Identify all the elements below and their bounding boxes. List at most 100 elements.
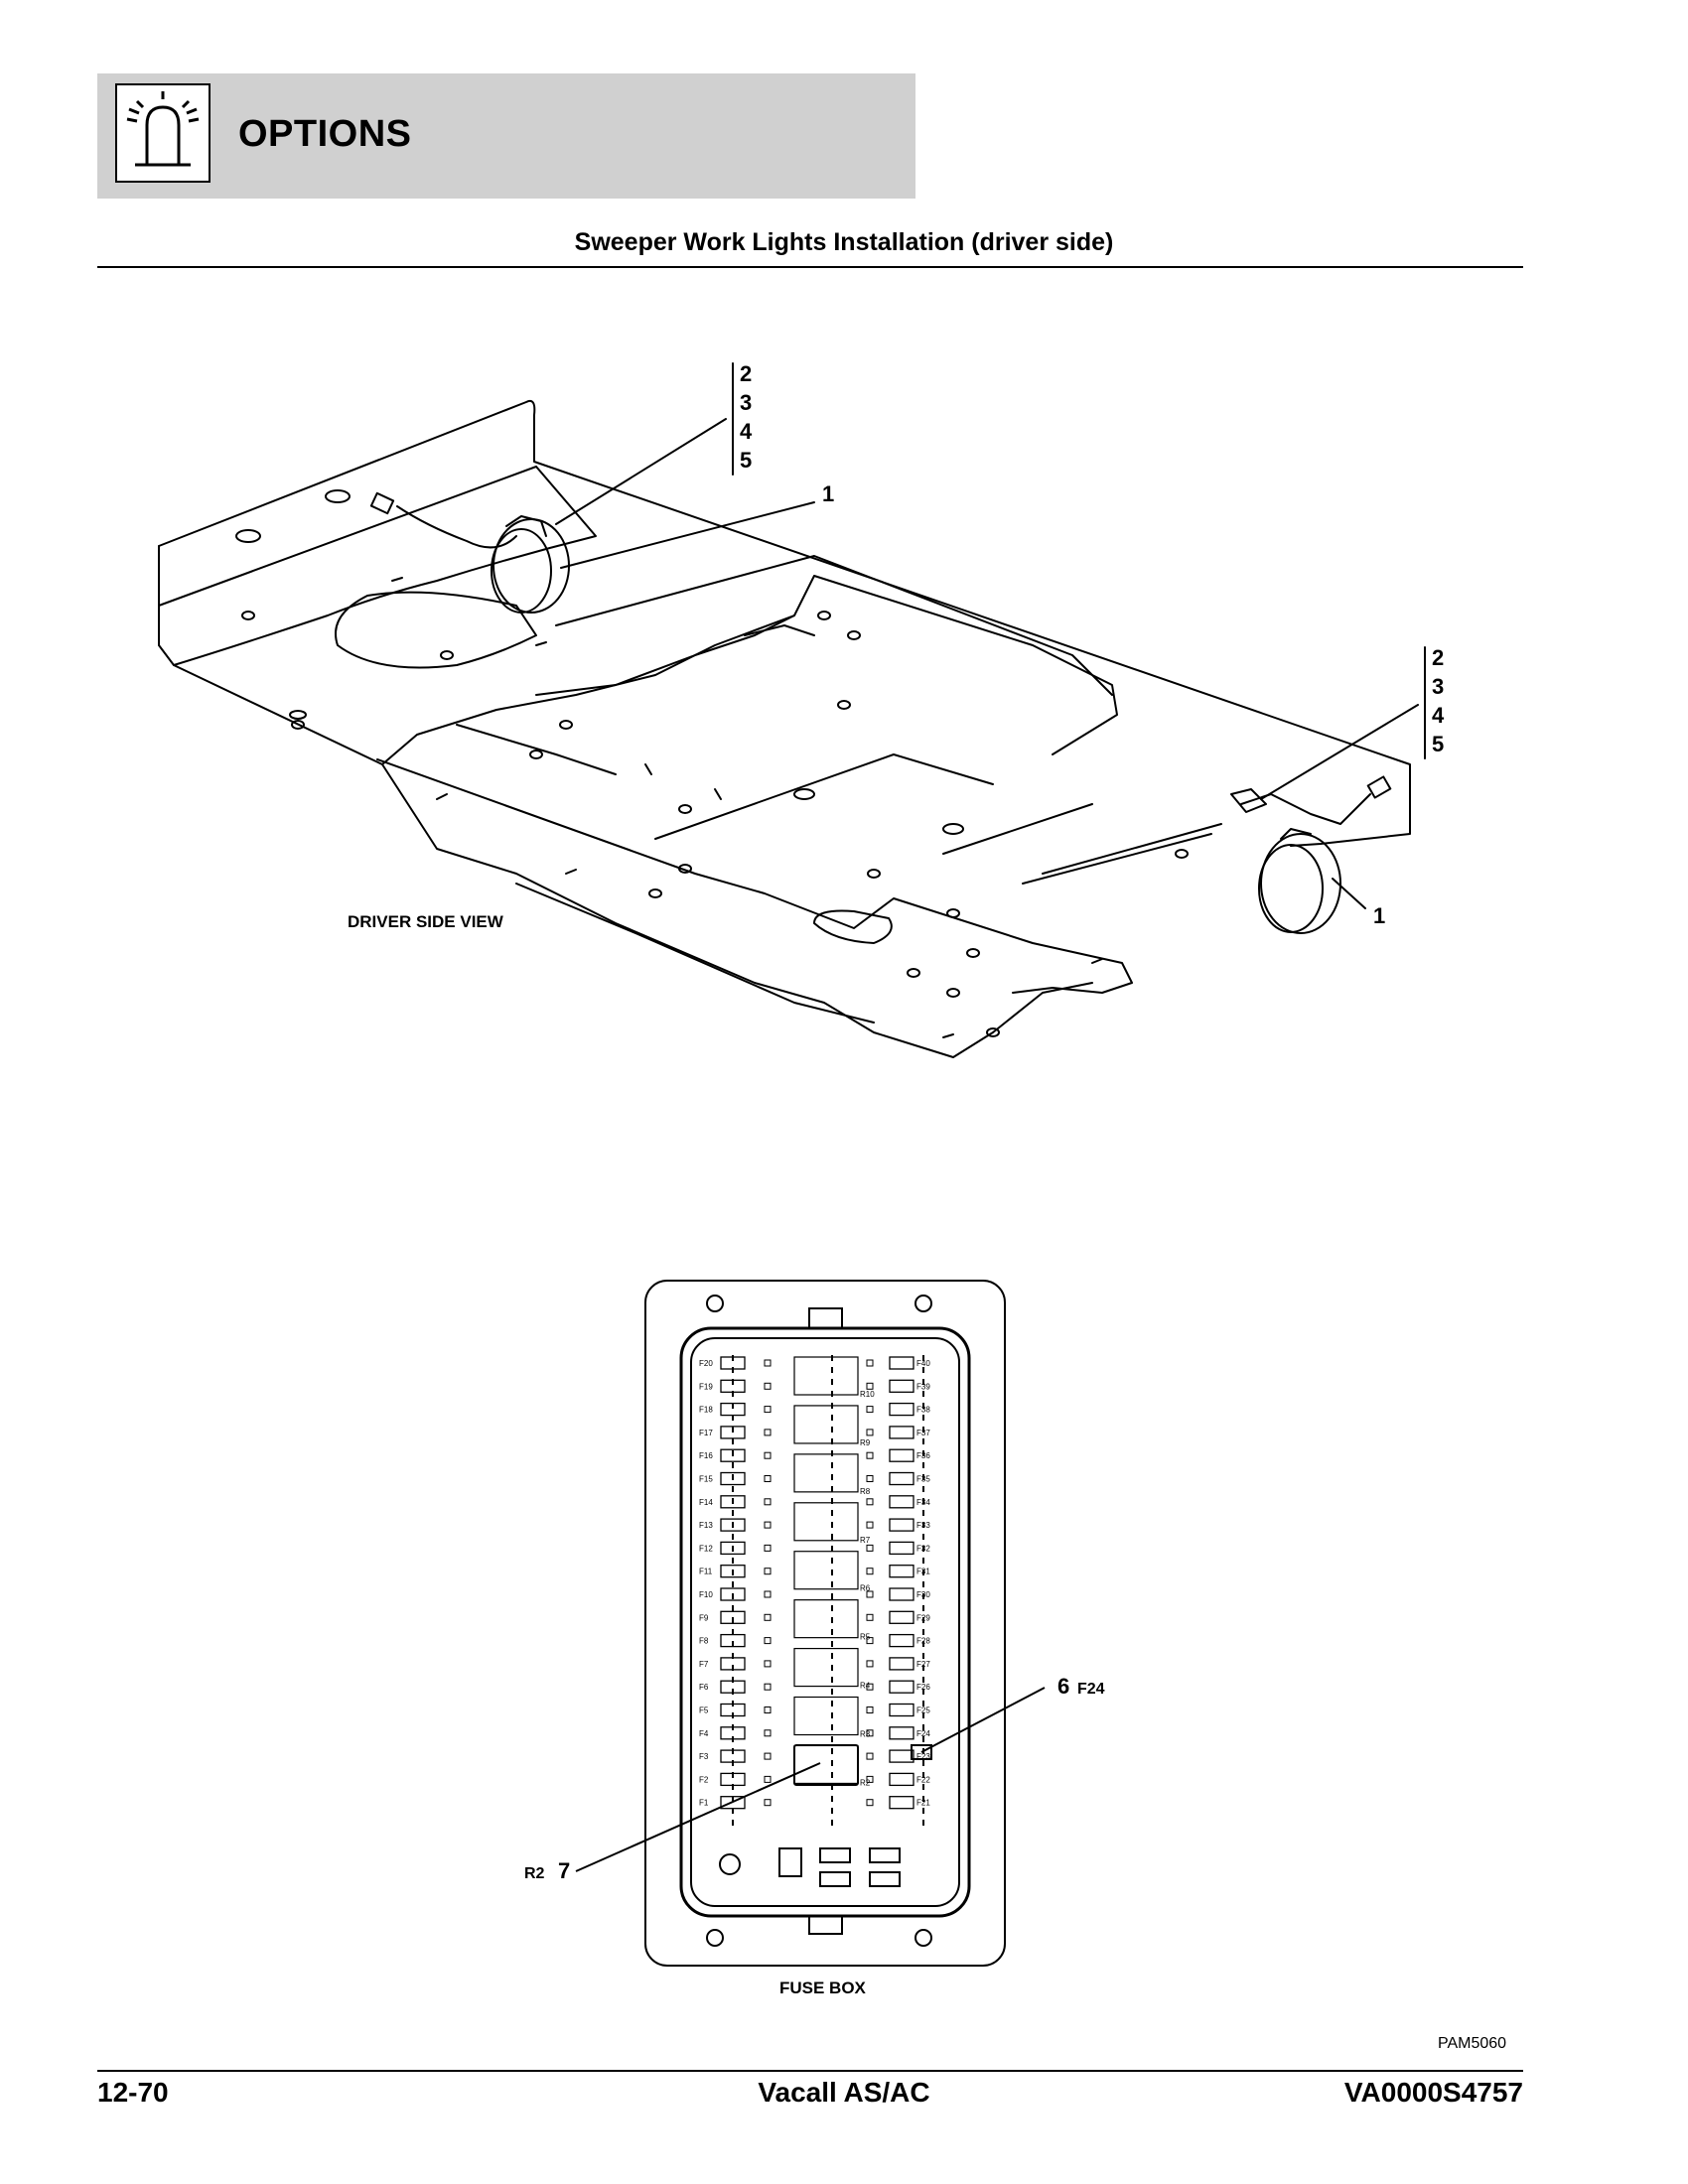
fuse-left-label: F5 xyxy=(699,1706,709,1715)
fuse-left-label: F6 xyxy=(699,1683,709,1692)
fuse-right-label: F21 xyxy=(916,1799,930,1808)
fuse-right-label: F24 xyxy=(916,1729,930,1738)
fuse-right-label: F38 xyxy=(916,1406,930,1415)
fuse-right-label: F22 xyxy=(916,1775,930,1784)
fuse-left xyxy=(720,1680,746,1694)
fuse-left-label: F18 xyxy=(699,1406,713,1415)
fuse-left xyxy=(720,1633,746,1648)
fuse-left xyxy=(720,1726,746,1740)
fuse-right-label: F30 xyxy=(916,1590,930,1599)
fuse-slot xyxy=(866,1521,874,1529)
fuse-right-label: F35 xyxy=(916,1475,930,1484)
fuse-slot xyxy=(866,1429,874,1436)
fuse-slot xyxy=(866,1613,874,1621)
callout-fuse-6: 6 xyxy=(1057,1674,1069,1699)
fuse-left xyxy=(720,1495,746,1509)
fuse-slot xyxy=(866,1729,874,1737)
fuse-left xyxy=(720,1772,746,1787)
relay-label: R10 xyxy=(860,1390,875,1399)
fuse-slot xyxy=(764,1451,772,1459)
fuse-slot xyxy=(764,1613,772,1621)
fuse-slot xyxy=(764,1429,772,1436)
callout-right-4: 4 xyxy=(1432,703,1445,728)
fuse-slot xyxy=(866,1775,874,1783)
driver-side-view-label: DRIVER SIDE VIEW xyxy=(348,912,504,931)
figure-id: PAM5060 xyxy=(1438,2035,1507,2052)
fuse-left xyxy=(720,1796,746,1810)
fuse-slot xyxy=(764,1637,772,1645)
fuse-right-label: F29 xyxy=(916,1613,930,1622)
fuse-slot xyxy=(764,1775,772,1783)
fuse-right xyxy=(889,1703,914,1717)
fuse-left-label: F20 xyxy=(699,1359,713,1368)
fuse-left xyxy=(720,1703,746,1717)
fuse-left xyxy=(720,1541,746,1556)
relay-label: R9 xyxy=(860,1438,871,1447)
fuse-slot xyxy=(866,1683,874,1691)
fuse-right xyxy=(889,1587,914,1601)
fuse-slot xyxy=(866,1660,874,1668)
fuse-slot xyxy=(866,1544,874,1552)
fuse-left xyxy=(720,1448,746,1462)
fuse-right xyxy=(889,1657,914,1671)
relay-socket xyxy=(793,1356,859,1396)
callout-fuse-f24: F24 xyxy=(1077,1681,1105,1698)
fuse-right-label: F26 xyxy=(916,1683,930,1692)
fuse-right xyxy=(889,1796,914,1810)
fuse-right xyxy=(889,1448,914,1462)
fuse-slot xyxy=(866,1498,874,1506)
fuse-right xyxy=(889,1680,914,1694)
callout-upper-4: 4 xyxy=(740,419,753,444)
fuse-left xyxy=(720,1657,746,1671)
relay-label: R7 xyxy=(860,1536,871,1545)
fuse-left-label: F16 xyxy=(699,1451,713,1460)
fuse-right xyxy=(889,1541,914,1556)
fuse-left-label: F4 xyxy=(699,1729,709,1738)
fuse-slot xyxy=(866,1706,874,1713)
callout-upper-light-1: 1 xyxy=(822,481,834,506)
fuse-right xyxy=(889,1356,914,1370)
fuse-right-label: F39 xyxy=(916,1382,930,1391)
fuse-right xyxy=(889,1495,914,1509)
fuse-right-label: F32 xyxy=(916,1544,930,1553)
relay-label: R8 xyxy=(860,1487,871,1496)
callout-upper-2: 2 xyxy=(740,361,752,386)
fuse-left xyxy=(720,1402,746,1417)
section-title: OPTIONS xyxy=(238,113,412,155)
fuse-left xyxy=(720,1749,746,1763)
fuse-slot xyxy=(866,1382,874,1390)
fuse-right xyxy=(889,1426,914,1439)
fuse-slot xyxy=(764,1729,772,1737)
fuse-left-label: F8 xyxy=(699,1637,709,1646)
fuse-right-label: F33 xyxy=(916,1521,930,1530)
relay-socket xyxy=(793,1744,859,1785)
warning-beacon-icon xyxy=(115,83,211,183)
relay-socket xyxy=(793,1502,859,1542)
fuse-left xyxy=(720,1426,746,1439)
fuse-right-label: F37 xyxy=(916,1429,930,1437)
fuse-left-label: F11 xyxy=(699,1568,713,1576)
callout-right-5: 5 xyxy=(1432,732,1444,756)
fuse-slot xyxy=(764,1382,772,1390)
fuse-right xyxy=(889,1726,914,1740)
fuse-left xyxy=(720,1565,746,1578)
heading-rule xyxy=(97,266,1523,268)
fuse-left-label: F10 xyxy=(699,1590,713,1599)
fuse-left-label: F12 xyxy=(699,1544,713,1553)
fuse-left xyxy=(720,1379,746,1393)
callout-upper-5: 5 xyxy=(740,448,752,473)
fuse-left-label: F19 xyxy=(699,1382,713,1391)
model-name: Vacall AS/AC xyxy=(758,2077,930,2108)
page-number: 12-70 xyxy=(97,2077,169,2108)
fuse-slot xyxy=(866,1406,874,1414)
fuse-slot xyxy=(764,1406,772,1414)
fuse-left-label: F15 xyxy=(699,1475,713,1484)
fuse-slot xyxy=(866,1568,874,1575)
relay-label: R5 xyxy=(860,1633,871,1642)
fuse-right-label: F28 xyxy=(916,1637,930,1646)
relay-socket xyxy=(793,1599,859,1639)
relay-label: R6 xyxy=(860,1584,871,1593)
fuse-right xyxy=(889,1471,914,1486)
fuse-slot xyxy=(764,1521,772,1529)
